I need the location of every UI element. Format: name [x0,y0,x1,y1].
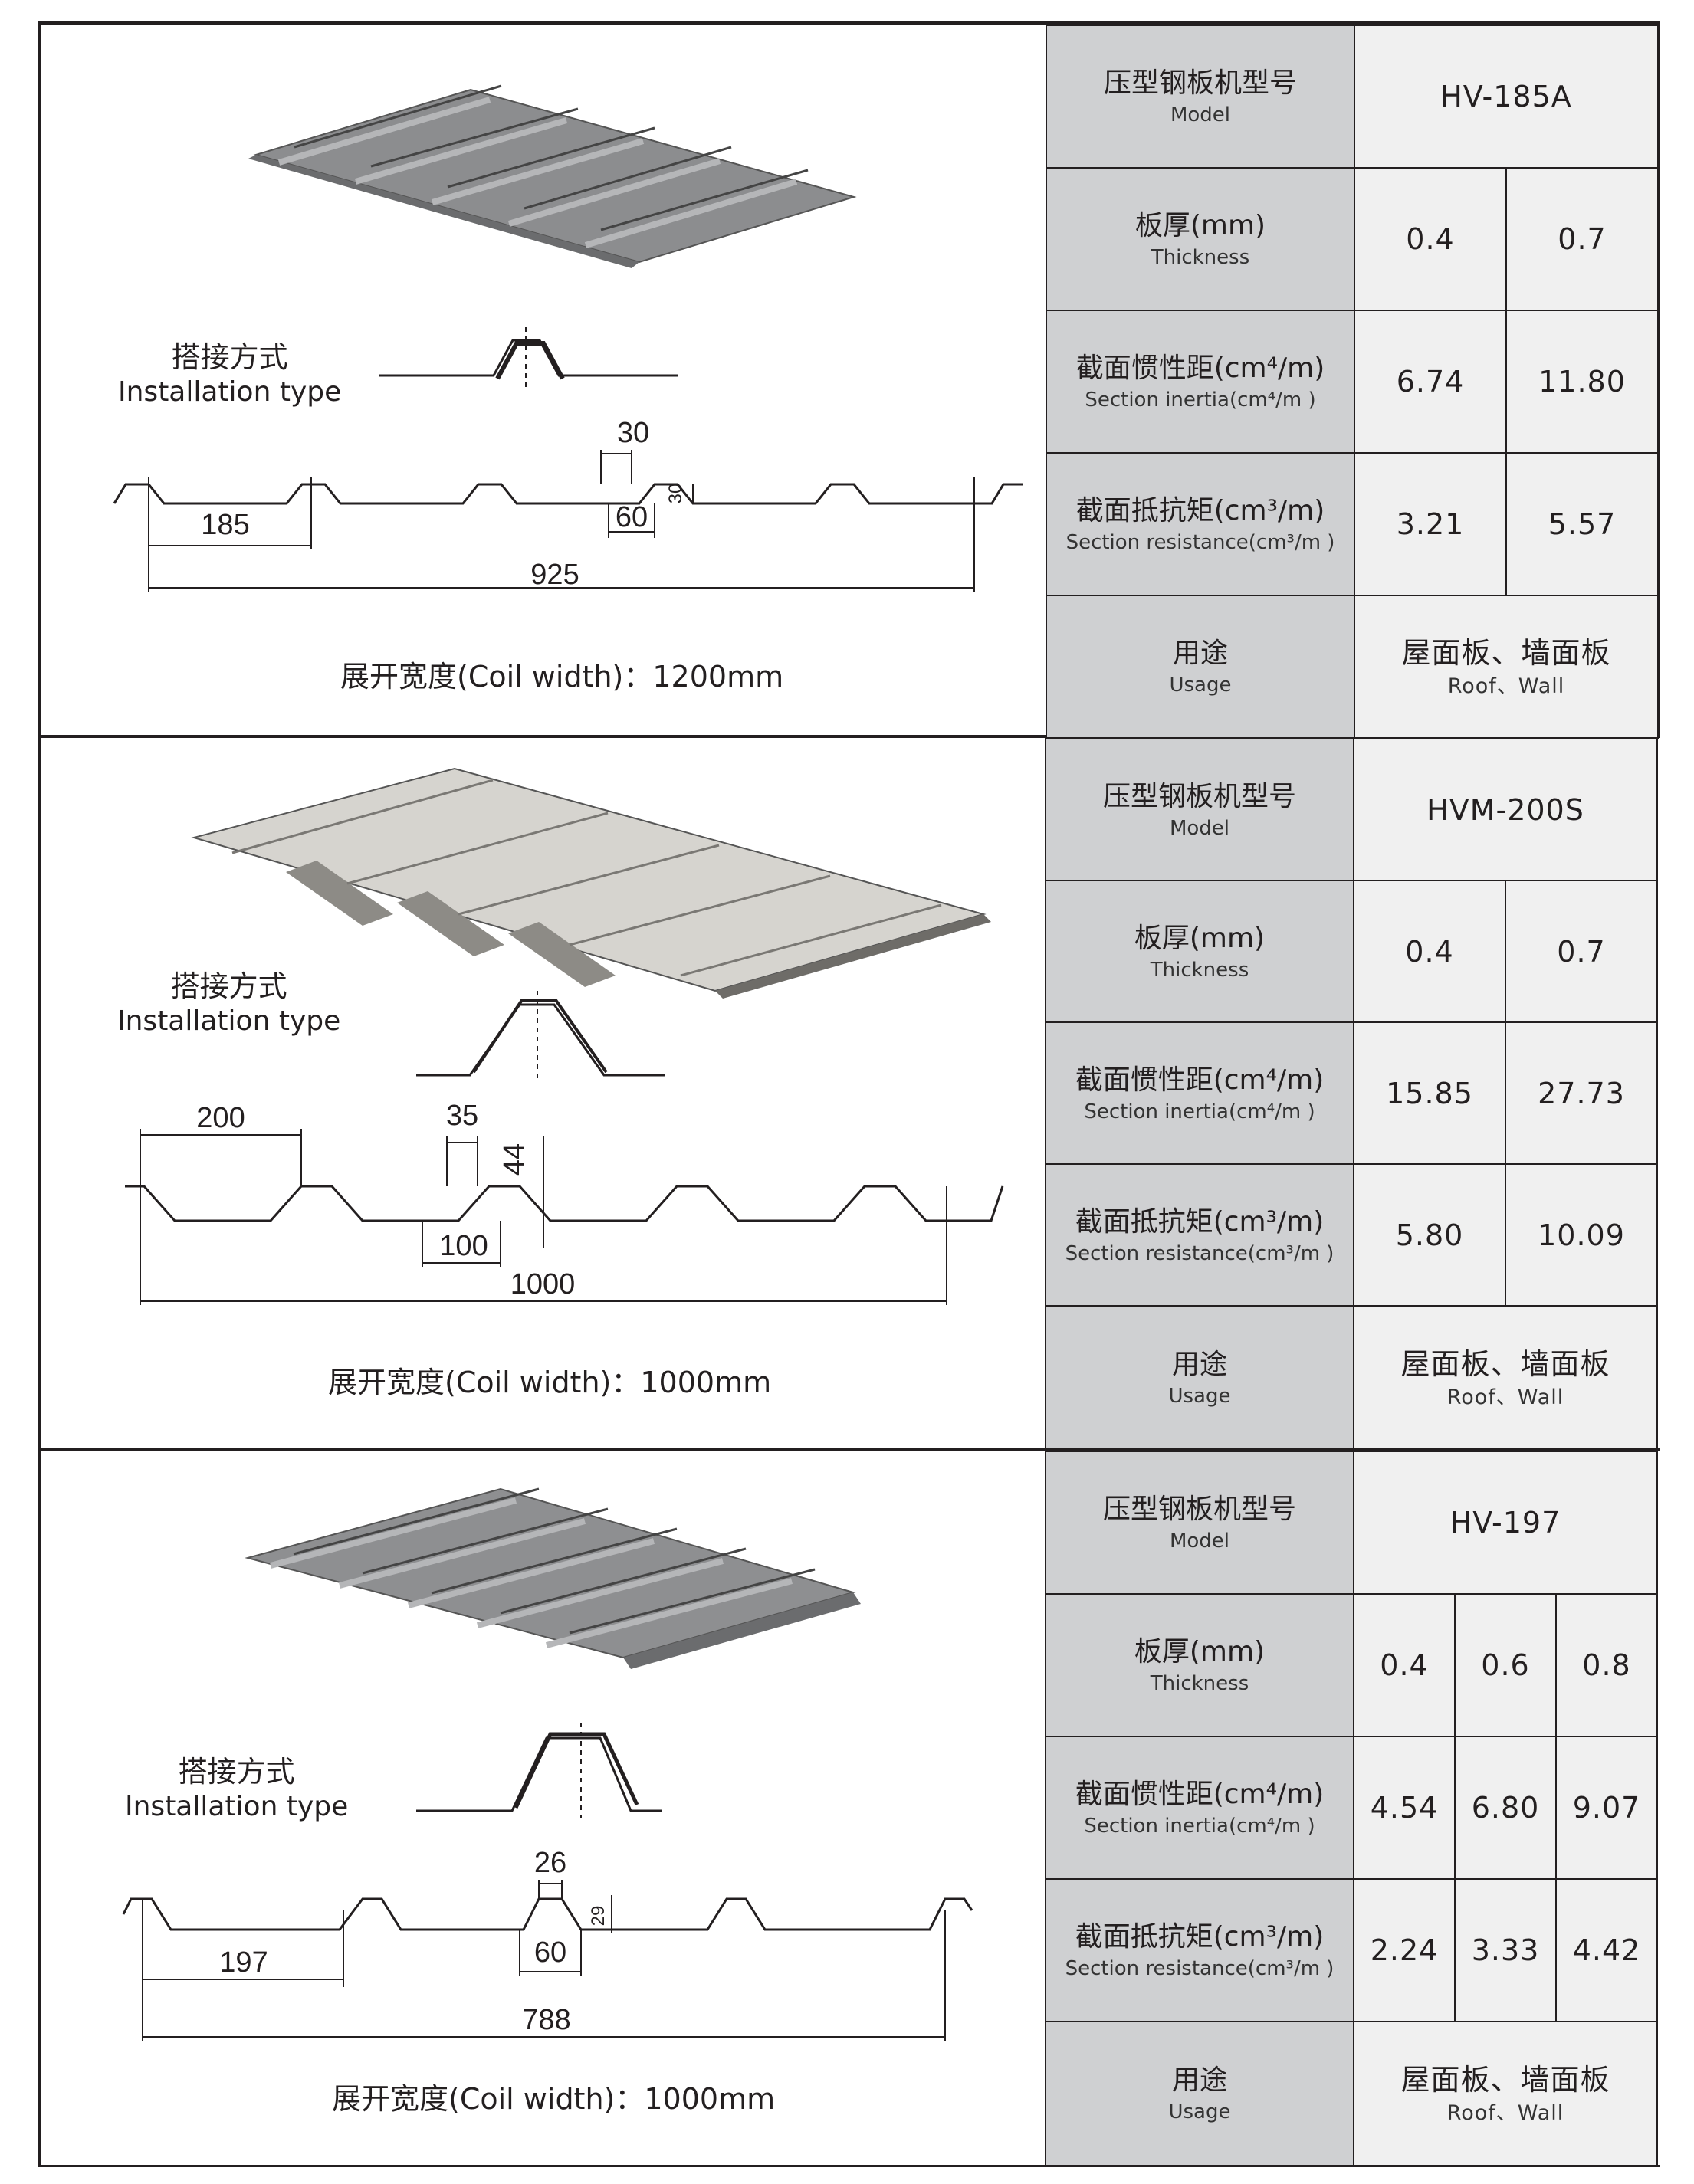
coil-width: 展开宽度(Coil width)：1200mm [340,660,784,694]
installation-type-label: 搭接方式 Installation type [125,1755,349,1822]
installation-type-label: 搭接方式 Installation type [117,969,341,1037]
cross-section-profile [125,1185,1004,1222]
resistance-value: 10.09 [1505,1163,1658,1307]
inertia-value: 11.80 [1505,310,1659,454]
overlap-profile [416,991,665,1083]
dim-pitch: 185 [201,509,249,541]
thickness-value: 0.4 [1353,880,1506,1023]
dim-total: 1000 [510,1268,576,1300]
thickness-value: 0.7 [1505,167,1659,311]
dim-bottom: 60 [534,1936,566,1969]
overlap-profile [416,1723,662,1818]
thickness-label: 板厚(mm)Thickness [1046,167,1355,311]
inertia-value: 15.85 [1353,1021,1506,1165]
dimension-lines [148,450,975,592]
sheet-3d-image [248,84,857,268]
drawing-area: 200 1000 35 100 44 搭接方式 Installation typ… [41,738,1045,1448]
panel-hv-185a: 185 925 30 60 30 搭接方式 Installation type … [38,21,1660,739]
inertia-value: 6.74 [1354,310,1507,454]
dim-height: 44 [498,1143,530,1176]
resistance-value: 3.33 [1454,1878,1557,2022]
sheet-illustration: 185 925 30 60 30 [113,84,1023,592]
sheet-illustration: 197 788 26 60 29 [122,1487,973,2041]
inertia-value: 6.80 [1454,1736,1557,1880]
sheet-3d-image [191,767,991,999]
resistance-value: 3.21 [1354,452,1507,596]
resistance-value: 5.57 [1505,452,1659,596]
thickness-value: 0.8 [1555,1593,1658,1737]
thickness-value: 0.7 [1505,880,1658,1023]
inertia-label: 截面惯性距(cm⁴/m)Section inertia(cm⁴/m ) [1046,310,1355,454]
cross-section-profile [113,483,1023,505]
resistance-value: 5.80 [1353,1163,1506,1307]
dim-total: 788 [522,2004,570,2036]
thickness-label: 板厚(mm)Thickness [1045,1593,1354,1737]
resistance-value: 2.24 [1353,1878,1456,2022]
dim-top: 35 [446,1100,478,1132]
installation-type-label: 搭接方式 Installation type [118,340,342,408]
inertia-value: 4.54 [1353,1736,1456,1880]
thickness-value: 0.6 [1454,1593,1557,1737]
dimension-lines [140,1129,947,1305]
thickness-value: 0.4 [1354,167,1507,311]
resistance-label: 截面抵抗矩(cm³/m)Section resistance(cm³/m ) [1046,452,1355,596]
resistance-label: 截面抵抗矩(cm³/m)Section resistance(cm³/m ) [1045,1163,1354,1307]
thickness-value: 0.4 [1353,1593,1456,1737]
inertia-value: 27.73 [1505,1021,1658,1165]
drawing-area: 185 925 30 60 30 搭接方式 Installation type … [41,25,1046,735]
inertia-label: 截面惯性距(cm⁴/m)Section inertia(cm⁴/m ) [1045,1021,1354,1165]
dim-top: 26 [534,1847,566,1879]
model-value: HVM-200S [1353,738,1658,881]
dim-bottom: 60 [616,501,648,533]
dimension-lines [142,1880,946,2041]
panel-hv-197: 197 788 26 60 29 搭接方式 Installation type … [38,1451,1660,2167]
inertia-label: 截面惯性距(cm⁴/m)Section inertia(cm⁴/m ) [1045,1736,1354,1880]
sheet-illustration: 200 1000 35 100 44 [125,767,1004,1305]
model-value: HV-197 [1353,1451,1658,1595]
inertia-value: 9.07 [1555,1736,1658,1880]
thickness-label: 板厚(mm)Thickness [1045,880,1354,1023]
dim-pitch: 197 [219,1946,268,1979]
dim-bottom: 100 [439,1230,488,1262]
coil-width: 展开宽度(Coil width)：1000mm [328,1366,772,1399]
dim-height: 30 [665,484,686,504]
coil-width: 展开宽度(Coil width)：1000mm [332,2082,776,2116]
resistance-value: 4.42 [1555,1878,1658,2022]
drawing-area: 197 788 26 60 29 搭接方式 Installation type … [41,1451,1045,2165]
sheet-3d-image [245,1487,861,1669]
dim-total: 925 [530,559,579,591]
resistance-label: 截面抵抗矩(cm³/m)Section resistance(cm³/m ) [1045,1878,1354,2022]
panel-hvm-200s: 200 1000 35 100 44 搭接方式 Installation typ… [38,738,1660,1451]
dim-height: 29 [588,1906,609,1927]
model-value: HV-185A [1354,25,1659,169]
overlap-profile [379,327,678,389]
dim-top: 30 [617,417,649,449]
cross-section-profile [122,1897,973,1931]
dim-pitch: 200 [196,1102,245,1134]
